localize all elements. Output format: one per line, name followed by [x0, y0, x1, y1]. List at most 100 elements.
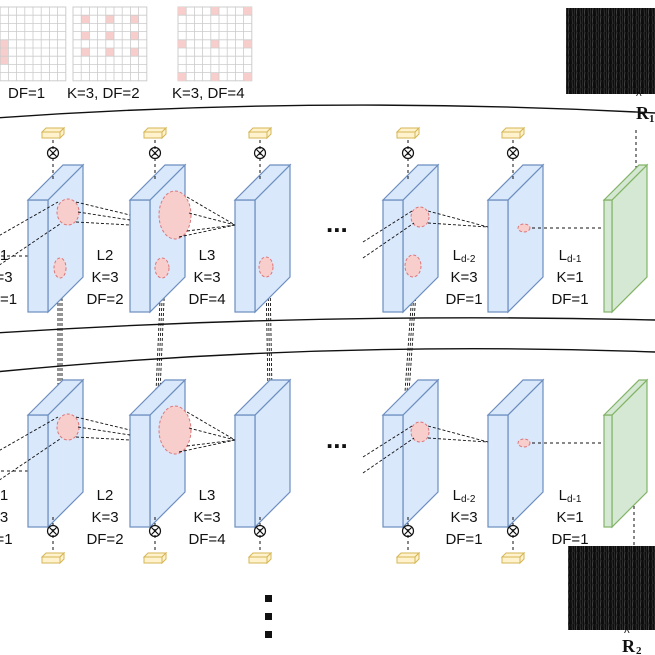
- receptive-line: [178, 439, 236, 453]
- branch-1-enclosure: [0, 104, 655, 334]
- output-layer: [602, 163, 649, 314]
- receptive-line: [75, 201, 131, 216]
- receptive-line: [0, 438, 61, 481]
- layer-kernel: K=1: [556, 509, 583, 526]
- legend-active-cell: [105, 48, 114, 57]
- layer-top-face: [486, 164, 545, 201]
- output-front: [603, 414, 613, 528]
- legend-active-cell: [0, 56, 9, 65]
- layer-name-main: L3: [199, 487, 216, 504]
- gate-side: [59, 126, 65, 140]
- layer-front-face: [487, 414, 509, 528]
- receptive-line: [427, 222, 489, 228]
- output-front: [603, 199, 613, 313]
- legend-active-cell: [210, 7, 219, 16]
- receptive-line: [427, 437, 489, 443]
- receptive-field: [410, 206, 430, 228]
- layer-name-main: L: [559, 487, 567, 504]
- cross-branch-line: [155, 277, 162, 393]
- receptive-field: [154, 257, 170, 279]
- gate-side: [161, 551, 167, 565]
- legend-caption: K=3, DF=4: [172, 85, 245, 102]
- layer-name: L3: [199, 247, 216, 264]
- layer-label: 13=1: [0, 487, 13, 548]
- cross-branch-links: [57, 277, 418, 393]
- gate-block: [247, 551, 273, 565]
- layer-name: Ld-1: [559, 247, 582, 265]
- layer-name: Ld-2: [453, 487, 476, 505]
- legend-active-cell: [130, 31, 139, 40]
- layer-front-face: [234, 199, 256, 313]
- layer-name-main: L3: [199, 247, 216, 264]
- receptive-line: [75, 416, 131, 431]
- layer-name-sub: d-2: [461, 494, 476, 505]
- gate-block: [395, 551, 421, 565]
- layer-name: Ld-1: [559, 487, 582, 505]
- gate-side: [414, 551, 420, 565]
- receptive-line: [186, 196, 236, 226]
- gate-front: [501, 131, 521, 139]
- layer-label: L3K=3DF=4: [188, 247, 225, 308]
- legend-active-cell: [210, 39, 219, 48]
- layer-label: L2K=3DF=2: [86, 487, 123, 548]
- layer-front-face: [129, 414, 151, 528]
- branch-2-enclosure: [0, 348, 655, 373]
- layer-label: Ld-2K=3DF=1: [445, 247, 482, 308]
- gate-front: [396, 556, 416, 564]
- legend-3: K=3, DF=4: [172, 6, 253, 102]
- receptive-line: [188, 212, 236, 226]
- layer-name-sub: d-2: [461, 254, 476, 265]
- receptive-line: [186, 224, 236, 232]
- layer-dilation: DF=4: [188, 531, 225, 548]
- layer-label: L3K=3DF=4: [188, 487, 225, 548]
- layer-3: [233, 378, 292, 529]
- receptive-line: [77, 426, 131, 436]
- output-top: [602, 379, 649, 416]
- receptive-field: [517, 223, 531, 233]
- gate-side: [59, 551, 65, 565]
- layer-label: Ld-2K=3DF=1: [445, 487, 482, 548]
- layer-kernel: K=3: [450, 269, 477, 286]
- branch-2: ... 13=1 L2K=3DF=2 L3K=3DF=4 Ld-2K=3DF=1 Ld-1…: [0, 378, 649, 565]
- receptive-line: [186, 411, 236, 441]
- gate-block: [395, 126, 421, 140]
- gate-front: [501, 556, 521, 564]
- receptive-line: [77, 211, 131, 221]
- layer-dilation: =1: [0, 531, 13, 548]
- layer-top-face: [128, 164, 187, 201]
- layer-name-sub: d-1: [567, 254, 582, 265]
- layer-front-face: [27, 414, 49, 528]
- receptive-line: [75, 436, 131, 441]
- layer-kernel: K=1: [556, 269, 583, 286]
- layer-front-face: [487, 199, 509, 313]
- layer-name-main: L: [559, 247, 567, 264]
- layer-name: L2: [97, 247, 114, 264]
- cross-branch-line: [157, 277, 164, 393]
- receptive-field: [517, 438, 531, 448]
- gate-side: [414, 126, 420, 140]
- gate-block: [40, 126, 66, 140]
- legend-active-cell: [178, 7, 187, 16]
- layer-name: L2: [97, 487, 114, 504]
- layer-dilation: DF=2: [86, 531, 123, 548]
- layer-name-main: 1: [0, 487, 8, 504]
- layer-label: L2K=3DF=2: [86, 247, 123, 308]
- gate-side: [266, 551, 272, 565]
- legend-active-cell: [178, 39, 187, 48]
- layer-name: 1: [0, 247, 8, 264]
- layer-ellipsis: ...: [326, 424, 348, 454]
- receptive-field: [410, 421, 430, 443]
- cross-branch-line: [265, 277, 269, 393]
- layer-name: Ld-2: [453, 247, 476, 265]
- legend-active-cell: [105, 15, 114, 24]
- layer-dilation: DF=1: [445, 531, 482, 548]
- layer-1: [26, 163, 85, 314]
- cross-branch-line: [267, 277, 271, 393]
- layer-name-main: L: [453, 487, 461, 504]
- layer-dilation: DF=1: [445, 291, 482, 308]
- legend-active-cell: [105, 31, 114, 40]
- layer-top-face: [233, 164, 292, 201]
- layer-5: [486, 163, 545, 314]
- layer-front-face: [234, 414, 256, 528]
- layer-dilation: DF=1: [551, 531, 588, 548]
